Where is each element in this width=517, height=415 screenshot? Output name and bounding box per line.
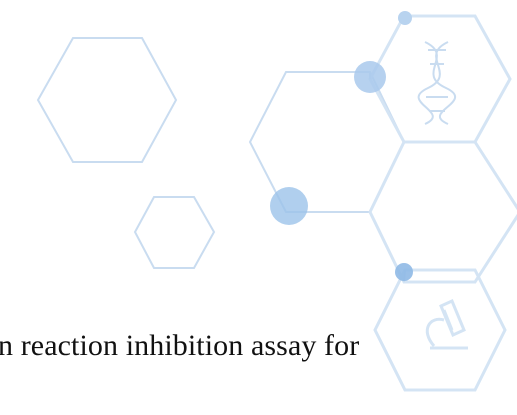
microscope-icon <box>425 298 468 350</box>
dot-upper <box>354 61 386 93</box>
dot-lower <box>395 263 413 281</box>
dot-top <box>398 11 412 25</box>
hexagon-right <box>368 140 517 284</box>
dot-large <box>270 187 308 225</box>
hexagon-small <box>133 196 216 269</box>
hexagon-large <box>36 37 178 163</box>
hexagon-dna <box>368 14 512 144</box>
document-text-line: n reaction inhibition assay for <box>0 329 360 362</box>
dna-icon <box>417 41 456 125</box>
hexagon-microscope <box>373 268 507 392</box>
